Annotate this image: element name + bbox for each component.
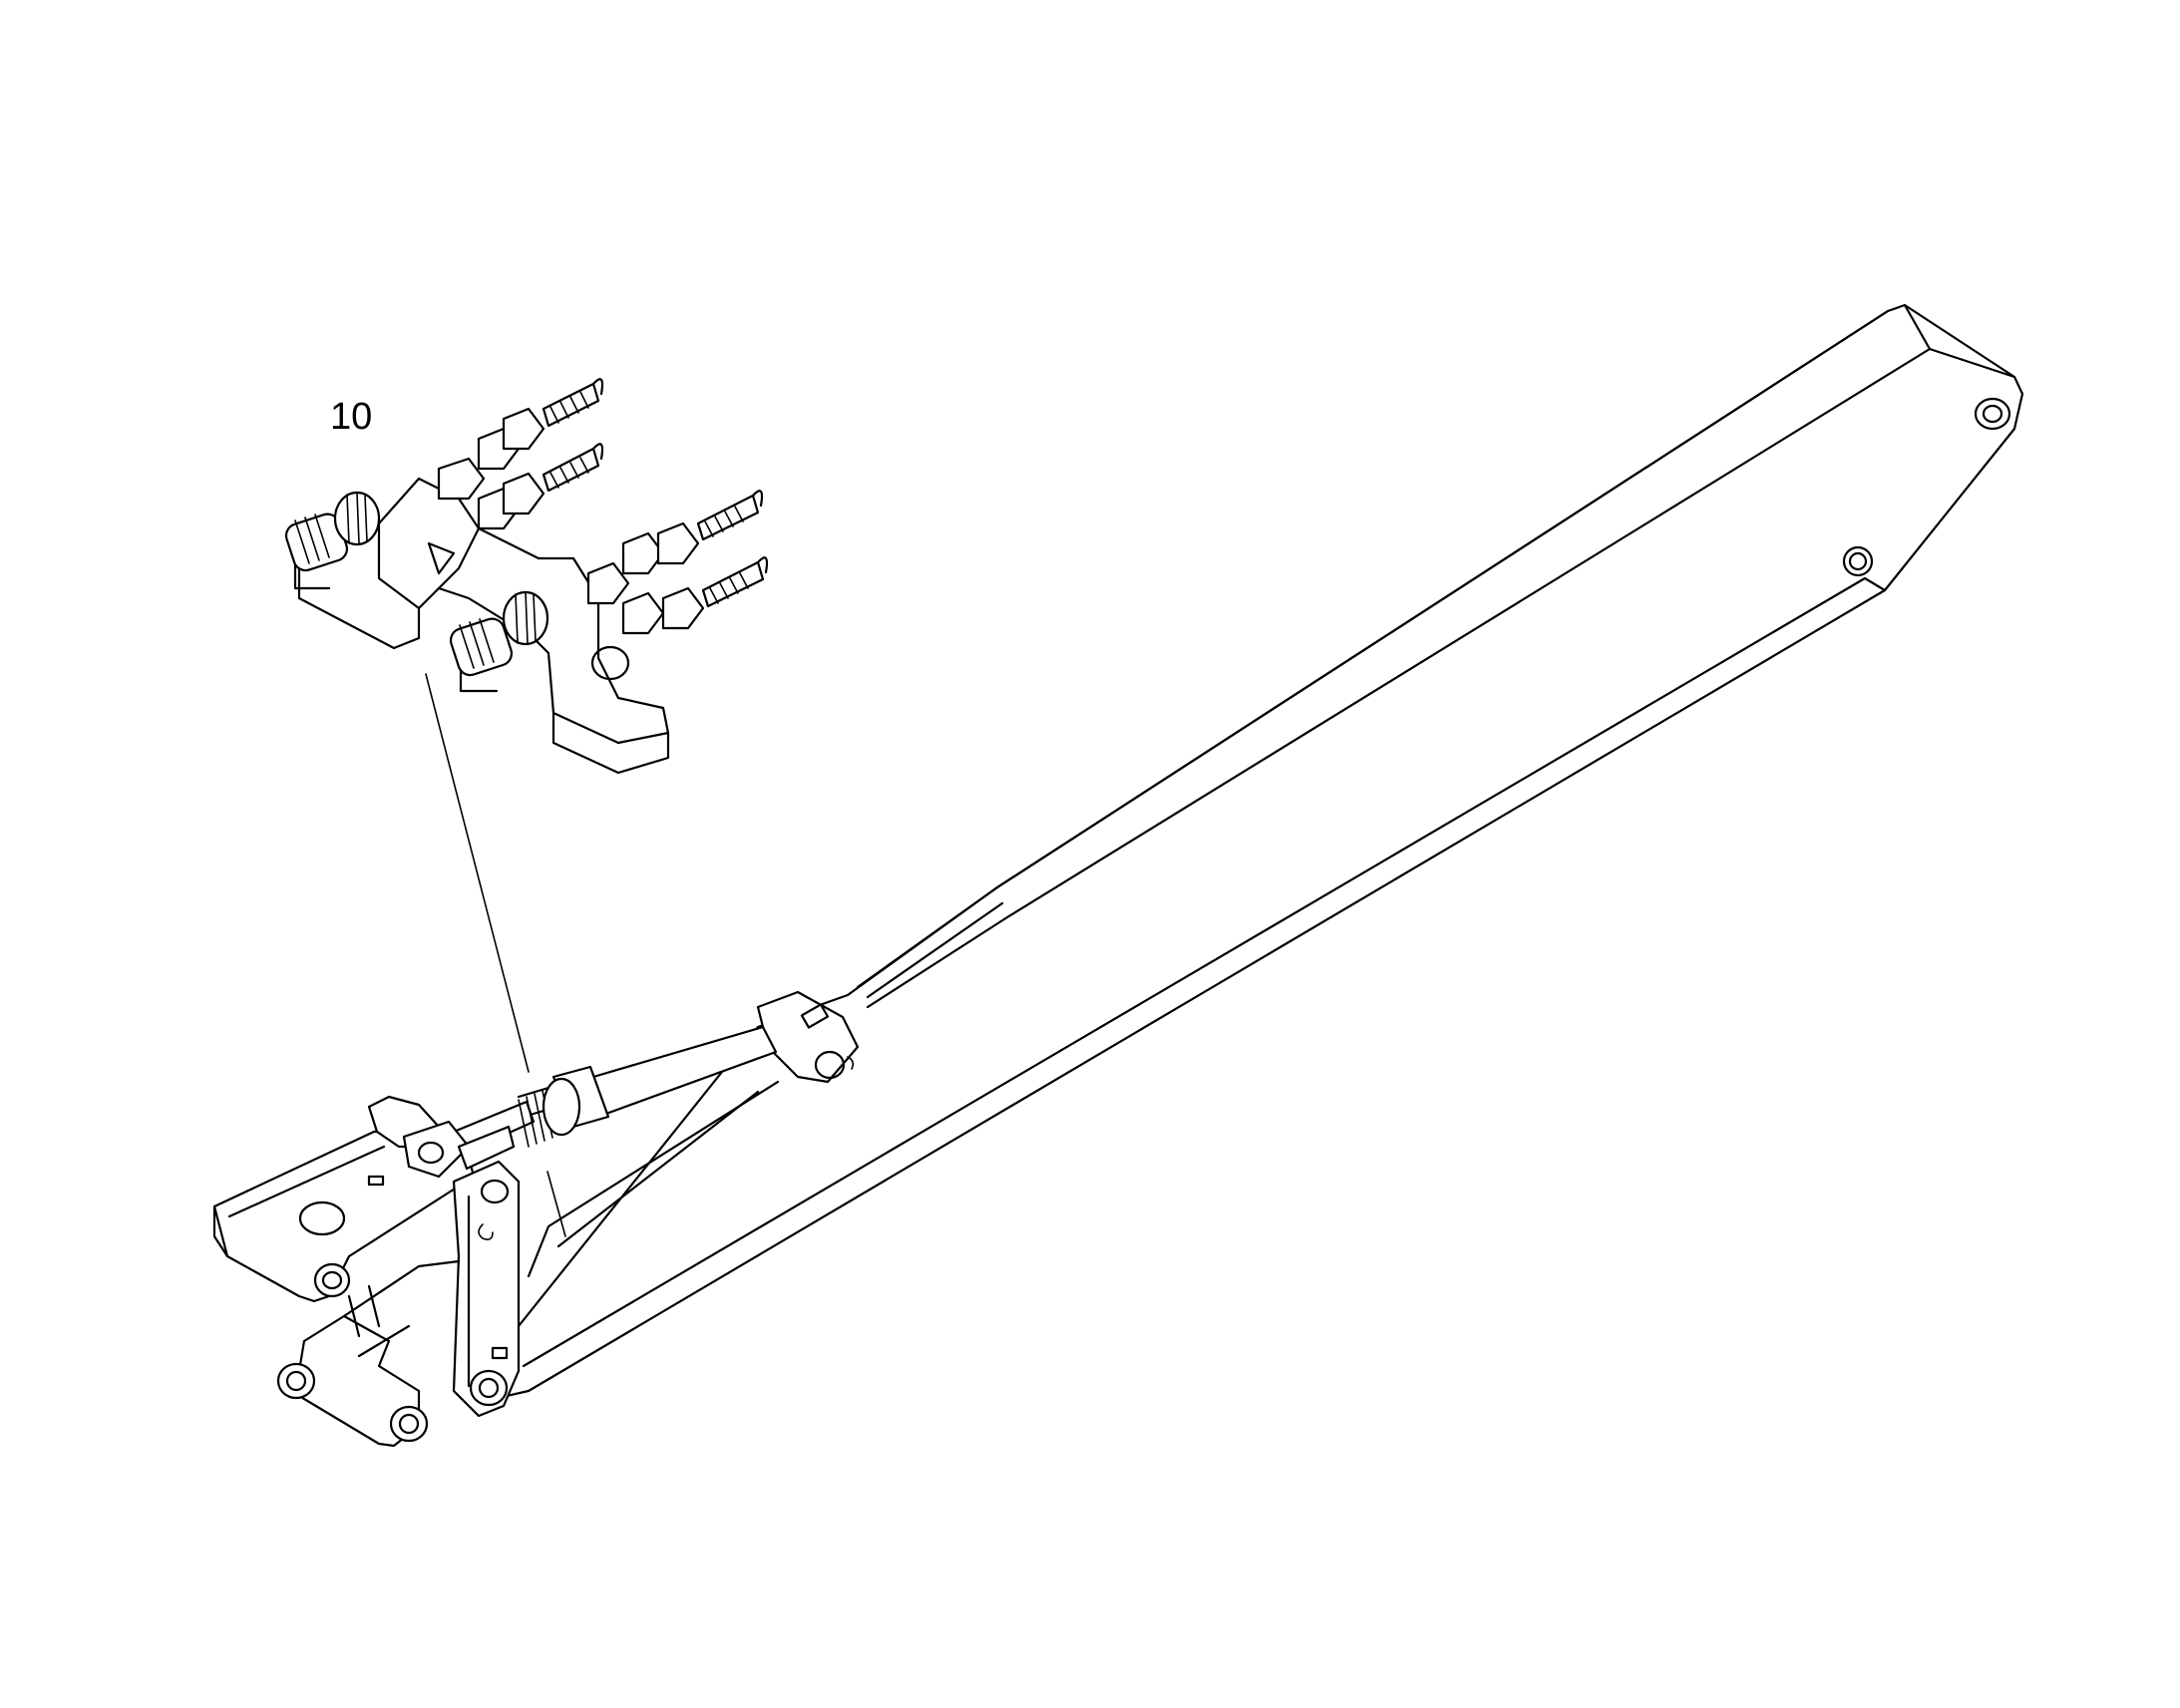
callout-label-part-10: 10 — [330, 396, 372, 438]
hose-valve-assembly — [284, 378, 769, 775]
bucket-linkage — [212, 1095, 521, 1448]
leader-line — [425, 673, 530, 1073]
boom-arm — [487, 303, 2024, 1398]
